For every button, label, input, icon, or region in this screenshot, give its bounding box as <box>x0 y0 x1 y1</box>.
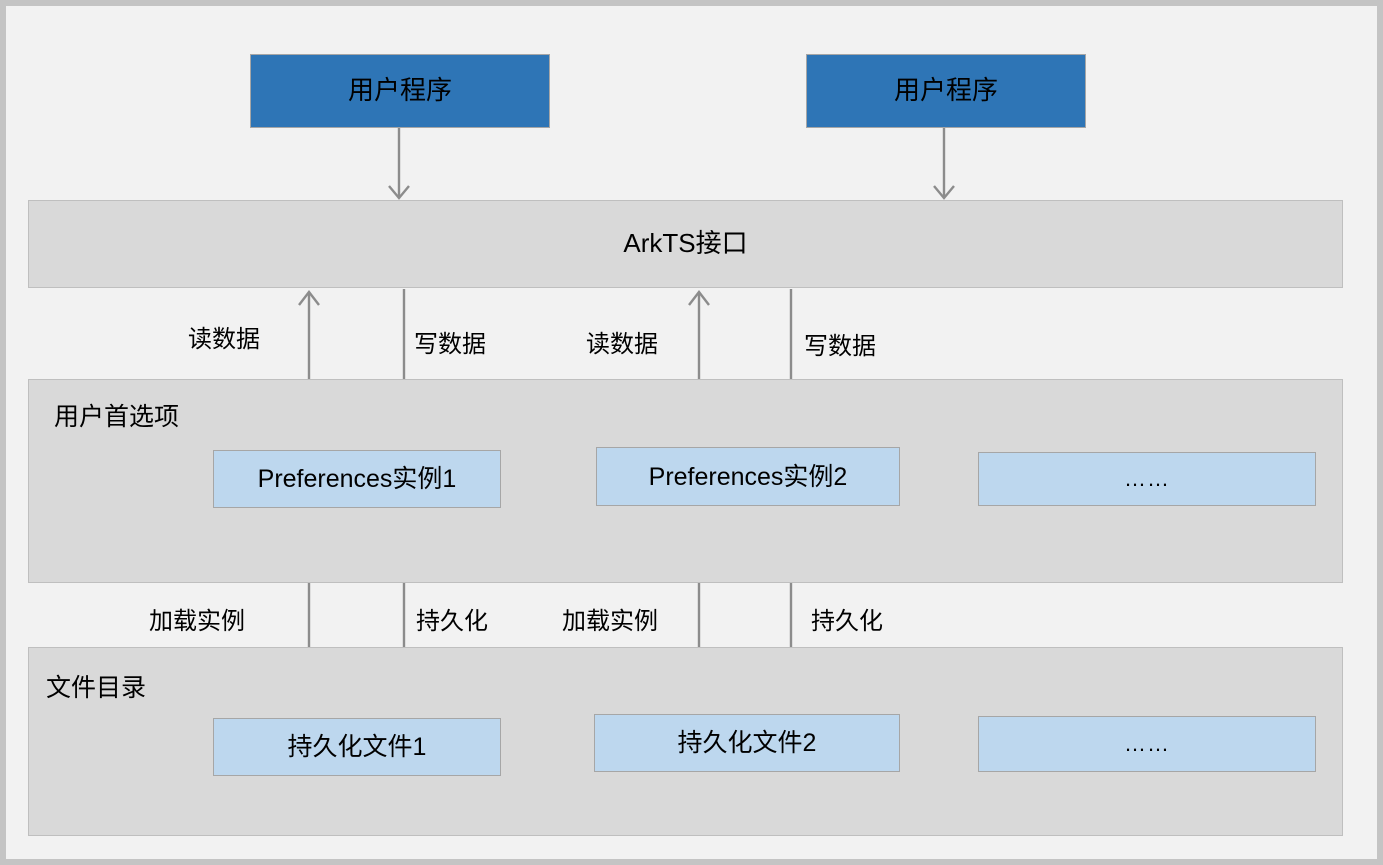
edge-label-read-data-2: 读数据 <box>586 331 658 358</box>
preferences-instance-box-2[interactable]: Preferences实例2 <box>596 447 900 506</box>
file-directory-band-title: 文件目录 <box>46 674 147 702</box>
user-program-box-2[interactable]: 用户程序 <box>806 54 1086 128</box>
arkts-api-layer[interactable]: ArkTS接口 <box>28 200 1343 288</box>
edge-label-write-data-2: 写数据 <box>804 333 876 360</box>
persist-file-label-ellipsis: …… <box>1124 730 1170 756</box>
edge-label-load-instance-1: 加载实例 <box>149 608 245 635</box>
preferences-instance-box-ellipsis[interactable]: …… <box>978 452 1316 506</box>
preferences-instance-label-1: Preferences实例1 <box>257 465 457 493</box>
user-program-box-1[interactable]: 用户程序 <box>250 54 550 128</box>
user-program-label-1: 用户程序 <box>347 75 452 106</box>
persist-file-box-ellipsis[interactable]: …… <box>978 716 1316 772</box>
edge-label-load-instance-2: 加载实例 <box>562 608 658 635</box>
persist-file-box-1[interactable]: 持久化文件1 <box>213 718 501 776</box>
persist-file-label-2: 持久化文件2 <box>677 729 817 757</box>
arkts-api-label: ArkTS接口 <box>623 228 748 259</box>
edge-label-persist-2: 持久化 <box>811 608 883 635</box>
user-program-label-2: 用户程序 <box>893 75 998 106</box>
persist-file-label-1: 持久化文件1 <box>287 733 427 761</box>
persist-file-box-2[interactable]: 持久化文件2 <box>594 714 900 772</box>
edge-label-persist-1: 持久化 <box>416 608 488 635</box>
preferences-instance-label-ellipsis: …… <box>1124 465 1170 491</box>
arrowhead-read-data-1 <box>298 290 320 306</box>
edge-label-read-data-1: 读数据 <box>188 326 260 353</box>
preferences-instance-box-1[interactable]: Preferences实例1 <box>213 450 501 508</box>
arrowhead-app2-to-api <box>933 185 955 200</box>
preferences-instance-label-2: Preferences实例2 <box>648 462 848 491</box>
arrowhead-read-data-2 <box>688 290 710 306</box>
edge-label-write-data-1: 写数据 <box>414 331 486 358</box>
user-preferences-band-title: 用户首选项 <box>54 403 180 431</box>
arrowhead-app1-to-api <box>388 185 410 200</box>
